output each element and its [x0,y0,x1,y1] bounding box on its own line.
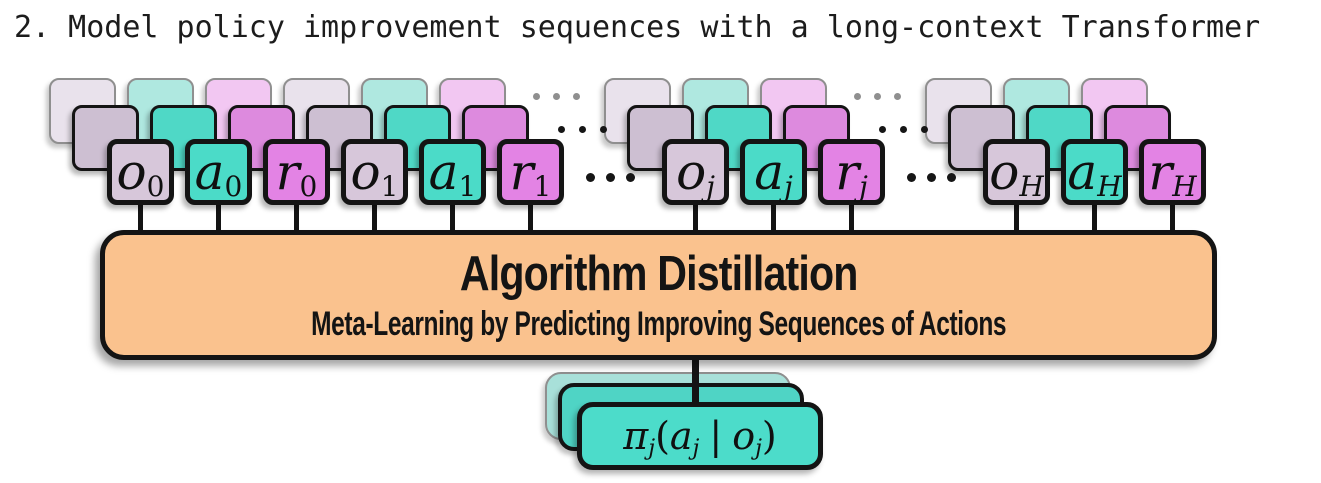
policy-open-paren: ( [655,414,670,458]
ellipsis-dot [900,125,907,133]
policy-arg-a-sub: j [692,436,700,461]
ellipsis-dot [854,92,861,100]
token-a0-connector [215,201,221,236]
token-oj-middle-card [627,105,694,171]
token-rj-connector [848,201,854,236]
algorithm-distillation-box: Algorithm Distillation Meta-Learning by … [100,230,1217,360]
ellipsis-dot [600,125,607,133]
ellipsis-dot [947,172,956,182]
token-oj-connector [692,201,698,236]
algorithm-distillation-subtitle: Meta-Learning by Predicting Improving Se… [310,304,1007,343]
ellipsis-dot [921,125,928,133]
policy-pi: π [623,414,649,458]
token-rH-connector [1169,201,1175,236]
policy-arg-o-sub: j [755,436,762,461]
ellipsis-dot [907,172,916,182]
token-o0-middle-card [72,105,139,171]
policy-close-paren: ) [761,414,777,458]
ellipsis-dot [879,125,886,133]
token-a1-connector [449,201,455,236]
ellipsis-dot [533,92,540,100]
policy-connector-line [692,356,699,408]
policy-pi-sub: j [648,436,656,461]
token-r0-connector [293,201,299,236]
ellipsis-dot [894,92,901,100]
token-oH-connector [1013,201,1019,236]
token-o0-connector [137,201,143,236]
ellipsis-dot [626,172,635,182]
ellipsis-dot [606,172,615,182]
token-r1-connector [527,201,533,236]
ellipsis-dot [553,92,560,100]
token-o1-connector [371,201,377,236]
figure-title: 2. Model policy improvement sequences wi… [14,10,1261,45]
algorithm-distillation-title: Algorithm Distillation [459,246,859,301]
ellipsis-dot [586,172,595,182]
policy-arg-a: a [669,414,693,458]
token-aH-connector [1091,201,1097,236]
policy-separator-bar: | [709,414,723,458]
ellipsis-dot [558,125,565,133]
ellipsis-dot [874,92,881,100]
ellipsis-dot [927,172,936,182]
ellipsis-dot [579,125,586,133]
ellipsis-dot [573,92,580,100]
token-aj-connector [770,201,776,236]
policy-arg-o: o [732,414,756,458]
